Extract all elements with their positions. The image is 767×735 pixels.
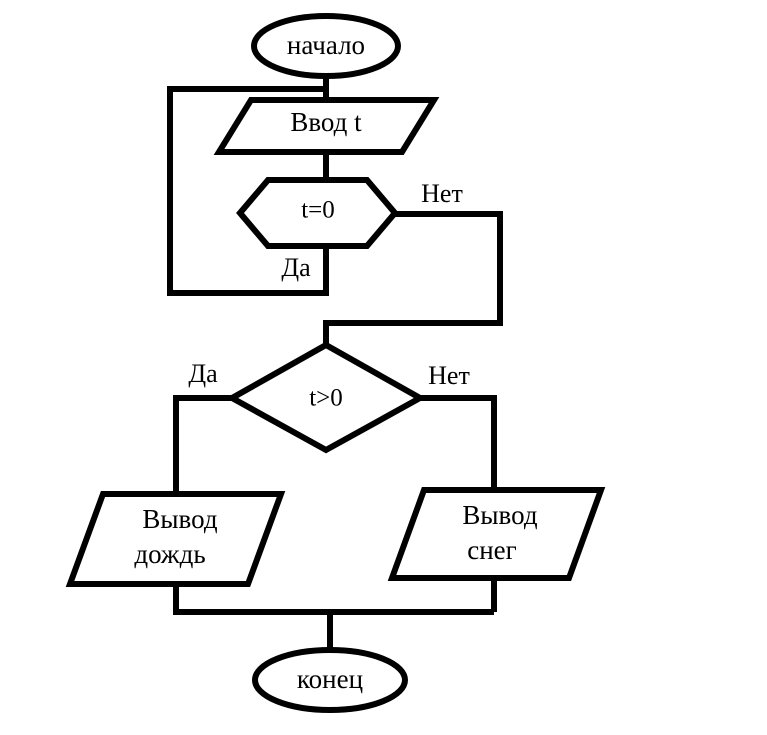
connector-output-rain-to-end — [173, 582, 494, 615]
node-end-shape[interactable] — [252, 647, 408, 713]
node-output-snow-label-line1: Вывод — [462, 500, 537, 530]
node-end-label: конец — [297, 664, 363, 694]
node-check-zero-shape[interactable] — [236, 177, 399, 249]
node-output-rain-label-line1: Вывод — [142, 504, 217, 534]
node-check-positive-label: t>0 — [309, 385, 343, 412]
edge-label-check-zero-no: Нет — [421, 179, 463, 208]
node-output-rain-label-line2: дождь — [134, 539, 205, 569]
node-start-label: начало — [287, 30, 365, 60]
node-output-snow-label-line2: снег — [467, 535, 517, 565]
node-check-zero-label: t=0 — [301, 197, 335, 224]
edge-label-check-positive-yes: Да — [188, 359, 218, 388]
edge-label-check-positive-no: Нет — [428, 361, 470, 390]
node-start-shape[interactable] — [251, 13, 401, 79]
connector-check-positive-yes-to-output-rain — [173, 395, 232, 494]
connector-check-zero-yes-loop — [167, 86, 329, 296]
connector-check-positive-no-to-output-snow — [420, 395, 497, 490]
connector-check-zero-no-to-check-positive — [323, 211, 503, 345]
edge-label-check-zero-yes: Да — [281, 253, 311, 282]
node-output-snow-shape[interactable] — [387, 487, 606, 581]
node-input-t-label: Ввод t — [290, 107, 362, 137]
node-check-positive-shape[interactable] — [225, 341, 427, 454]
node-output-rain-shape[interactable] — [65, 491, 286, 587]
node-input-t-shape[interactable] — [213, 97, 440, 155]
